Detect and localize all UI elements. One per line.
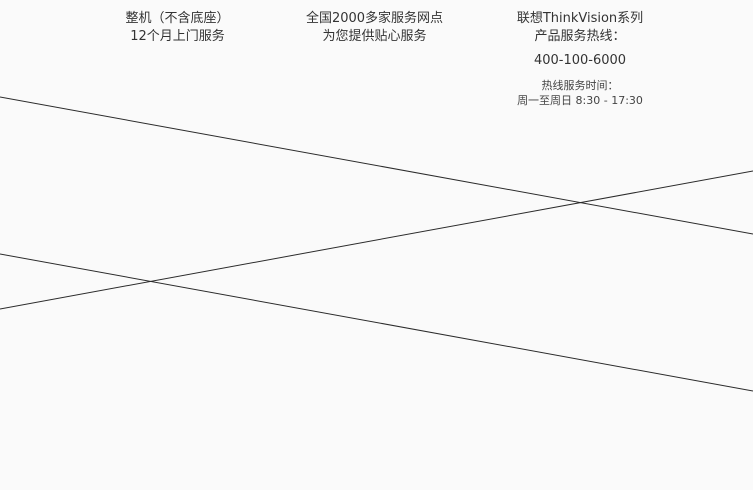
decor-line-1 (0, 96, 753, 235)
hotline-phone-number: 400-100-6000 (533, 53, 627, 68)
hotline-line-1: 联想ThinkVision系列 (516, 11, 644, 26)
hotline-hours-label: 热线服务时间： (541, 79, 619, 92)
warranty-line-2: 12个月上门服务 (130, 29, 225, 44)
warranty-line-1: 整机（不含底座） (125, 11, 230, 26)
hotline-line-2: 产品服务热线： (534, 29, 626, 44)
service-network: 全国2000多家服务网点 为您提供贴心服务 (292, 10, 457, 46)
hotline-hours-value: 周一至周日 8:30 - 17:30 (517, 94, 643, 107)
decor-line-3 (0, 253, 753, 392)
network-line-1: 全国2000多家服务网点 (305, 11, 444, 26)
hotline-hours: 热线服务时间： 周一至周日 8:30 - 17:30 (500, 78, 660, 108)
service-warranty: 整机（不含底座） 12个月上门服务 (110, 10, 245, 46)
service-hotline: 联想ThinkVision系列 产品服务热线： 400-100-6000 热线服… (500, 10, 660, 108)
decor-line-2 (0, 170, 753, 310)
network-line-2: 为您提供贴心服务 (322, 29, 427, 44)
